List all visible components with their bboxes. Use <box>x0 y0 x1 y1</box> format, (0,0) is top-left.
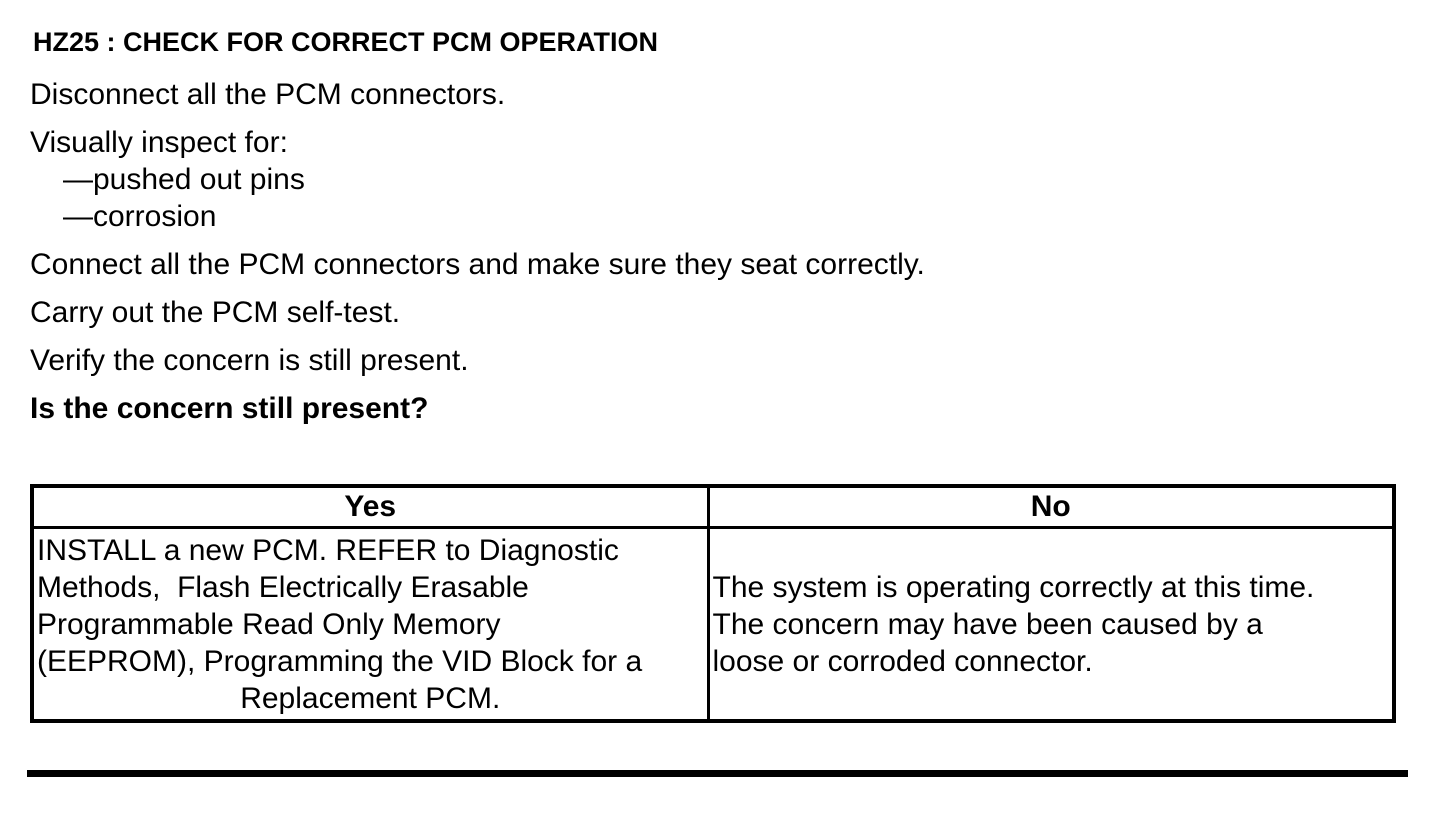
inspect-item-corrosion: —corrosion <box>63 200 217 233</box>
no-column-header: No <box>706 484 1396 529</box>
step-inspect-intro: Visually inspect for: <box>30 126 288 159</box>
no-action-line: The concern may have been caused by a <box>712 607 1263 641</box>
decision-table-body-row: INSTALL a new PCM. REFER to Diagnostic M… <box>30 526 1396 723</box>
decision-table-header-row: Yes No <box>30 484 1396 529</box>
no-action-line: The system is operating correctly at thi… <box>712 570 1315 604</box>
step-disconnect: Disconnect all the PCM connectors. <box>30 78 506 111</box>
yes-action-cell: INSTALL a new PCM. REFER to Diagnostic M… <box>30 526 710 723</box>
step-connect: Connect all the PCM connectors and make … <box>30 248 925 281</box>
inspect-item-pushed-out-pins: —pushed out pins <box>63 163 305 196</box>
horizontal-rule <box>27 770 1408 777</box>
no-action-line: loose or corroded connector. <box>712 644 1093 678</box>
decision-question: Is the concern still present? <box>30 392 429 425</box>
decision-table: Yes No INSTALL a new PCM. REFER to Diagn… <box>30 484 1396 723</box>
page-title: HZ25 : CHECK FOR CORRECT PCM OPERATION <box>33 27 659 57</box>
yes-action-line: INSTALL a new PCM. REFER to Diagnostic <box>37 533 619 567</box>
step-self-test: Carry out the PCM self-test. <box>30 296 401 329</box>
yes-column-header: Yes <box>30 484 710 529</box>
no-action-cell: The system is operating correctly at thi… <box>706 526 1396 723</box>
yes-action-line: Methods, Flash Electrically Erasable <box>37 570 529 604</box>
step-inspect-group: Visually inspect for: —pushed out pins —… <box>30 124 1410 235</box>
yes-action-line: Replacement PCM. <box>240 681 501 715</box>
yes-action-line: (EEPROM), Programming the VID Block for … <box>37 644 643 678</box>
step-verify: Verify the concern is still present. <box>30 344 469 377</box>
yes-action-line: Programmable Read Only Memory <box>37 607 501 641</box>
